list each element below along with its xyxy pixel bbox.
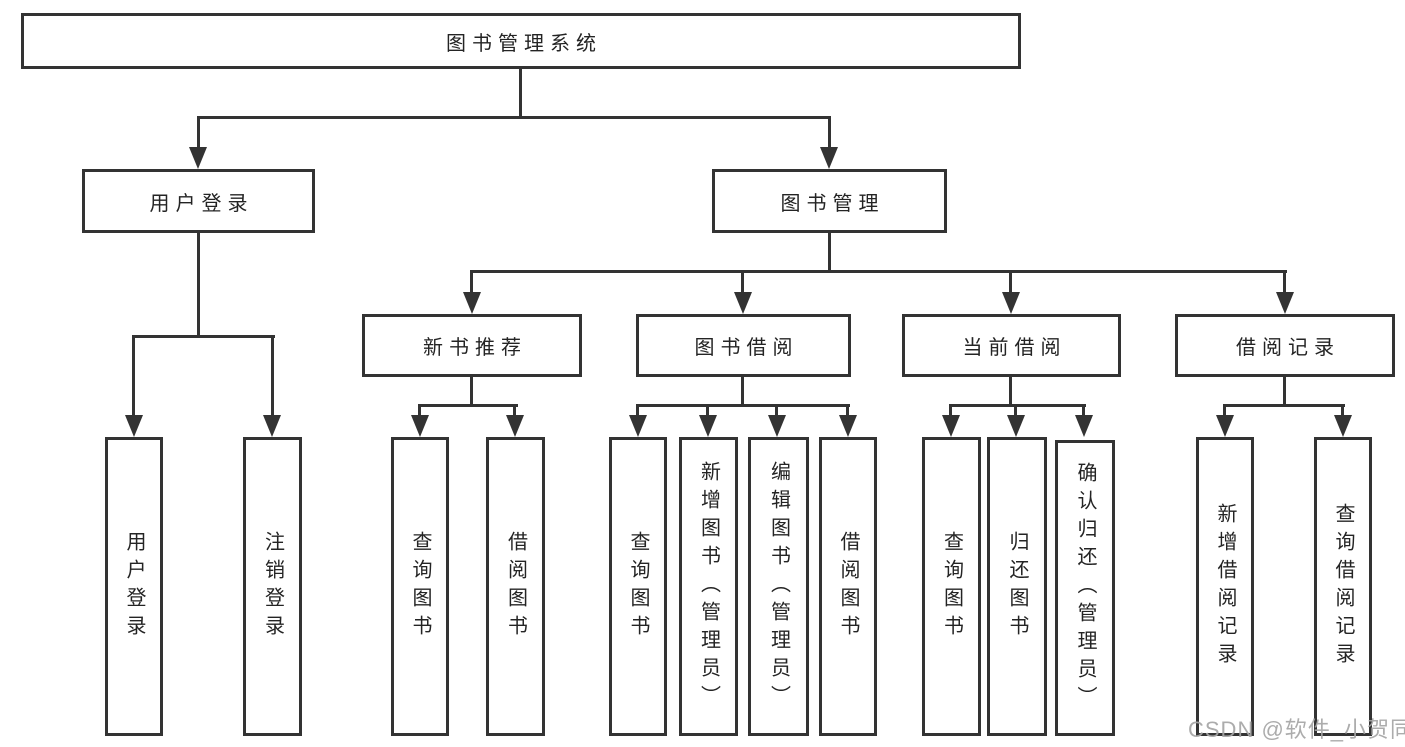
connector-line — [519, 69, 522, 118]
arrowhead-down-icon — [189, 147, 207, 169]
connector-line — [741, 270, 744, 294]
connector-line — [1014, 404, 1017, 418]
leaf-query-books-borrowing: 查询图书 — [609, 437, 667, 736]
leaf-query-books-recommend: 查询图书 — [391, 437, 449, 736]
arrowhead-down-icon — [699, 415, 717, 437]
connector-line — [470, 270, 1287, 273]
leaf-label: 查询图书 — [409, 530, 431, 643]
leaf-label: 注销登录 — [261, 530, 284, 643]
connector-line — [1283, 377, 1286, 407]
node-book-management: 图书管理 — [712, 169, 947, 233]
connector-line — [828, 116, 831, 150]
leaf-label: 查询图书 — [940, 530, 963, 643]
connector-line — [197, 116, 831, 119]
arrowhead-down-icon — [506, 415, 524, 437]
arrowhead-down-icon — [1002, 292, 1020, 314]
node-borrowing-records: 借阅记录 — [1175, 314, 1395, 377]
leaf-label: 新增图书（管理员） — [697, 460, 720, 713]
leaf-borrow-books-recommend: 借阅图书 — [486, 437, 545, 736]
connector-line — [949, 404, 952, 418]
node-new-book-recommendation: 新书推荐 — [362, 314, 582, 377]
leaf-query-borrow-record: 查询借阅记录 — [1314, 437, 1372, 736]
leaf-label: 借阅图书 — [504, 530, 527, 643]
leaf-label: 编辑图书（管理员） — [767, 460, 790, 713]
node-book-borrowing: 图书借阅 — [636, 314, 851, 377]
leaf-label: 确认归还（管理员） — [1074, 462, 1096, 714]
connector-line — [513, 404, 516, 418]
arrowhead-down-icon — [942, 415, 960, 437]
connector-line — [846, 404, 849, 418]
connector-line — [418, 404, 421, 418]
leaf-confirm-return-admin: 确认归还（管理员） — [1055, 440, 1115, 736]
connector-line — [949, 404, 1086, 407]
arrowhead-down-icon — [411, 415, 429, 437]
leaf-edit-books-admin: 编辑图书（管理员） — [748, 437, 809, 736]
connector-line — [1341, 404, 1344, 418]
leaf-label: 查询图书 — [627, 530, 649, 643]
arrowhead-down-icon — [463, 292, 481, 314]
connector-line — [828, 233, 831, 273]
connector-line — [418, 404, 518, 407]
arrowhead-down-icon — [1276, 292, 1294, 314]
leaf-logout: 注销登录 — [243, 437, 302, 736]
arrowhead-down-icon — [1216, 415, 1234, 437]
csdn-watermark: CSDN @软件_小贺同学 — [1188, 717, 1405, 742]
connector-line — [1223, 404, 1226, 418]
leaf-add-borrow-record: 新增借阅记录 — [1196, 437, 1254, 736]
arrowhead-down-icon — [1007, 415, 1025, 437]
connector-line — [775, 404, 778, 418]
leaf-label: 查询借阅记录 — [1332, 502, 1354, 671]
connector-line — [197, 233, 200, 337]
leaf-label: 新增借阅记录 — [1214, 502, 1236, 671]
arrowhead-down-icon — [820, 147, 838, 169]
leaf-add-books-admin: 新增图书（管理员） — [679, 437, 738, 736]
leaf-query-books-current: 查询图书 — [922, 437, 981, 736]
arrowhead-down-icon — [839, 415, 857, 437]
leaf-label: 借阅图书 — [837, 530, 859, 643]
arrowhead-down-icon — [768, 415, 786, 437]
connector-line — [1082, 404, 1085, 418]
connector-line — [741, 377, 744, 407]
arrowhead-down-icon — [263, 415, 281, 437]
leaf-user-login: 用户登录 — [105, 437, 163, 736]
arrowhead-down-icon — [125, 415, 143, 437]
connector-line — [197, 116, 200, 150]
connector-line — [132, 335, 135, 417]
leaf-return-books: 归还图书 — [987, 437, 1047, 736]
leaf-borrow-books-borrowing: 借阅图书 — [819, 437, 877, 736]
arrowhead-down-icon — [1075, 415, 1093, 437]
connector-line — [271, 335, 274, 417]
arrowhead-down-icon — [734, 292, 752, 314]
connector-line — [1223, 404, 1345, 407]
connector-line — [1009, 270, 1012, 294]
connector-line — [132, 335, 275, 338]
leaf-label: 用户登录 — [123, 530, 145, 643]
connector-line — [1283, 270, 1286, 294]
connector-line — [470, 270, 473, 294]
connector-line — [1009, 377, 1012, 407]
arrowhead-down-icon — [629, 415, 647, 437]
connector-line — [636, 404, 850, 407]
connector-line — [470, 377, 473, 407]
connector-line — [706, 404, 709, 418]
connector-line — [636, 404, 639, 418]
leaf-label: 归还图书 — [1006, 530, 1028, 643]
node-current-borrowing: 当前借阅 — [902, 314, 1121, 377]
node-library-management-system: 图书管理系统 — [21, 13, 1021, 69]
node-user-login: 用户登录 — [82, 169, 315, 233]
arrowhead-down-icon — [1334, 415, 1352, 437]
